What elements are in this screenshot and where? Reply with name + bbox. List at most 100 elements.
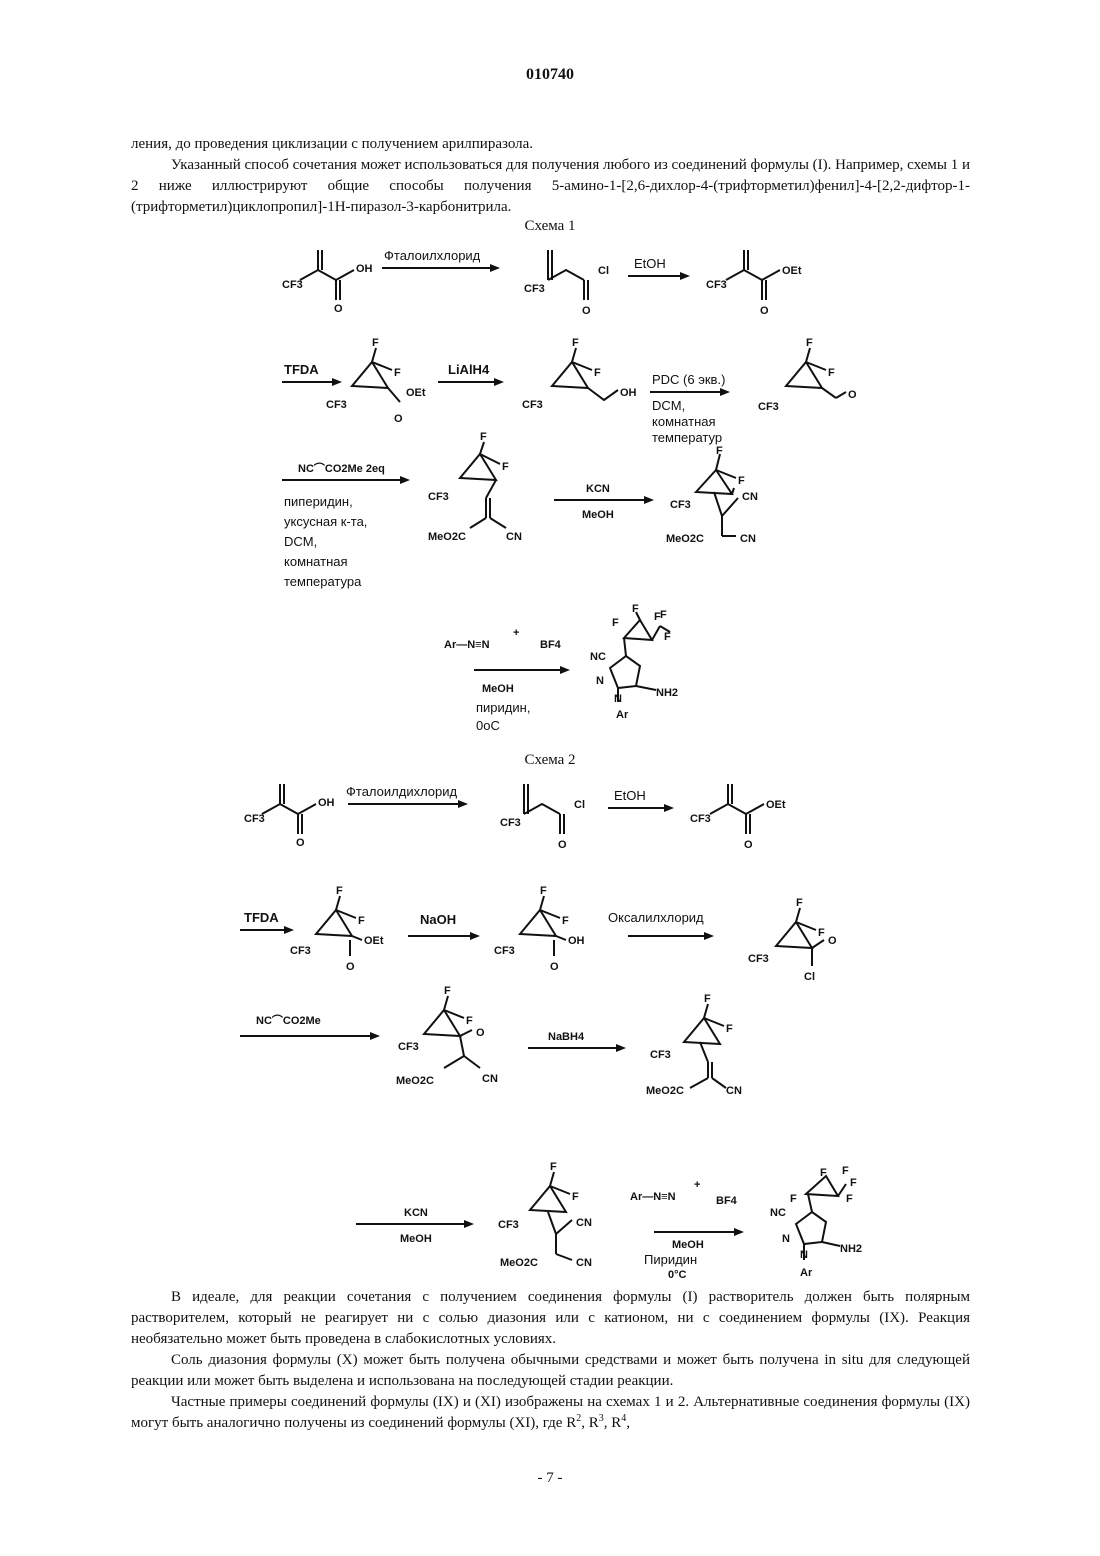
svg-text:OEt: OEt — [766, 799, 786, 811]
svg-text:N: N — [800, 1249, 808, 1261]
svg-text:O: O — [550, 961, 559, 973]
svg-text:O: O — [558, 839, 567, 851]
svg-text:F: F — [480, 431, 487, 443]
s2-ester: CF3 OEt O — [690, 784, 786, 851]
document-number: 010740 — [0, 66, 1100, 84]
s2-cond-pyridine: Пиридин — [644, 1252, 697, 1267]
svg-text:NH2: NH2 — [656, 687, 678, 699]
s1-cond-temp2: температура — [284, 574, 362, 589]
s1-reagent-lialh4: LiAlH4 — [448, 362, 490, 377]
s2-cond-0c: 0°C — [668, 1269, 687, 1281]
svg-text:Ar: Ar — [616, 709, 629, 721]
s2-cyclopropyl-acid: F F CF3 OH O — [494, 885, 585, 973]
svg-text:F: F — [796, 897, 803, 909]
s1-reagent-tfda: TFDA — [284, 362, 319, 377]
svg-text:CN: CN — [576, 1257, 592, 1269]
svg-text:O: O — [848, 389, 857, 401]
s1-reagent-pdc: PDC (6 экв.) — [652, 372, 725, 387]
svg-text:F: F — [502, 461, 509, 473]
svg-text:F: F — [850, 1177, 857, 1189]
s2-reagent-meoh2: MeOH — [672, 1239, 704, 1251]
svg-text:N: N — [596, 675, 604, 687]
svg-text:NC: NC — [590, 651, 606, 663]
scheme-1-diagram: CF3 OH O Фталоилхлорид CF3 Cl O EtOH CF3… — [0, 236, 1100, 756]
svg-text:O: O — [828, 935, 837, 947]
svg-text:O: O — [476, 1027, 485, 1039]
svg-text:F: F — [562, 915, 569, 927]
svg-text:F: F — [806, 337, 813, 349]
s1-cf3-label: CF3 — [282, 279, 303, 291]
s1-cond-dcm: DCM, — [652, 398, 685, 413]
s1-ester: CF3 OEt O — [706, 250, 802, 317]
svg-text:O: O — [760, 305, 769, 317]
page-number: - 7 - — [0, 1470, 1100, 1487]
s2-cyclopropyl-acid-chloride: F F CF3 O Cl — [748, 897, 837, 983]
svg-text:F: F — [358, 915, 365, 927]
scheme-2-diagram: CF3 OH O Фталоилдихлорид CF3 Cl O EtOH C… — [0, 772, 1100, 1292]
s1-cyclopropyl-ester: F F CF3 OEt O — [326, 337, 426, 425]
s2-acid: CF3 OH O — [244, 784, 335, 849]
svg-text:Cl: Cl — [804, 971, 815, 983]
svg-text:F: F — [394, 367, 401, 379]
svg-text:Cl: Cl — [574, 799, 585, 811]
s1-cyclopropyl-aldehyde: F F CF3 O — [758, 337, 857, 413]
s1-oh-label: OH — [356, 263, 373, 275]
svg-text:F: F — [572, 1191, 579, 1203]
svg-text:Ar: Ar — [800, 1267, 813, 1279]
paragraph-continuation: ления, до проведения циклизации с получе… — [131, 134, 970, 155]
scheme-1-title: Схема 1 — [0, 218, 1100, 235]
paragraph-examples: Частные примеры соединений формулы (IX) … — [131, 1392, 970, 1434]
svg-text:F: F — [726, 1023, 733, 1035]
svg-text:O: O — [296, 837, 305, 849]
svg-text:CF3: CF3 — [498, 1219, 519, 1231]
s1-reagent-meoh: MeOH — [582, 509, 614, 521]
s2-reagent-tfda: TFDA — [244, 910, 279, 925]
svg-text:+: + — [513, 627, 519, 639]
svg-text:F: F — [336, 885, 343, 897]
s2-reagent-phthaloyl: Фталоилдихлорид — [346, 784, 458, 799]
s1-reagent-etoh: EtOH — [634, 256, 666, 271]
svg-text:CF3: CF3 — [522, 399, 543, 411]
svg-text:F: F — [664, 631, 671, 643]
svg-text:F: F — [660, 609, 667, 621]
svg-text:F: F — [704, 993, 711, 1005]
svg-text:N: N — [614, 693, 622, 705]
s1-cond-room: комнатная — [652, 414, 716, 429]
svg-text:CN: CN — [506, 531, 522, 543]
svg-text:MeO2C: MeO2C — [500, 1257, 538, 1269]
s2-reagent-meoh: MeOH — [400, 1233, 432, 1245]
s1-cond-pyridine: пиридин, — [476, 700, 530, 715]
paragraph-diazonium: Соль диазония формулы (X) может быть пол… — [131, 1350, 970, 1392]
s1-alkylidene-cyanoester: F F CF3 MeO2C CN — [428, 431, 522, 543]
svg-text:CF3: CF3 — [650, 1049, 671, 1061]
svg-text:OEt: OEt — [782, 265, 802, 277]
svg-text:O: O — [334, 303, 343, 315]
svg-text:F: F — [846, 1193, 853, 1205]
svg-text:CF3: CF3 — [244, 813, 265, 825]
svg-text:CN: CN — [742, 491, 758, 503]
s2-dinitrile: F F CF3 CN MeO2C CN — [498, 1161, 592, 1269]
svg-text:F: F — [612, 617, 619, 629]
s2-reagent-naoh: NaOH — [420, 912, 456, 927]
svg-text:MeO2C: MeO2C — [666, 533, 704, 545]
s2-reagent-oxalyl: Оксалилхлорид — [608, 910, 704, 925]
svg-text:F: F — [540, 885, 547, 897]
s1-reagent-phthaloyl: Фталоилхлорид — [384, 248, 481, 263]
svg-text:F: F — [572, 337, 579, 349]
s2-alkylidene-cyanoester: F F CF3 MeO2C CN — [646, 993, 742, 1097]
s2-cyclopropyl-ester: F F CF3 OEt O — [290, 885, 384, 973]
svg-text:F: F — [466, 1015, 473, 1027]
s2-reagent-nabh4: NaBH4 — [548, 1031, 585, 1043]
svg-text:CF3: CF3 — [690, 813, 711, 825]
svg-text:OH: OH — [568, 935, 585, 947]
s1-cond-piperidine: пиперидин, — [284, 494, 353, 509]
s1-pyrazole-product: F F F F F NC N N NH2 Ar — [590, 603, 678, 721]
svg-text:MeO2C: MeO2C — [428, 531, 466, 543]
s2-reagent-kcn: KCN — [404, 1207, 428, 1219]
svg-text:OEt: OEt — [406, 387, 426, 399]
s1-diazonium: Ar—N≡N — [444, 639, 490, 651]
s1-cond-temp: температур — [652, 430, 722, 445]
paragraph-examples-text: Частные примеры соединений формулы (IX) … — [131, 1394, 970, 1431]
s2-diazonium: Ar—N≡N — [630, 1191, 676, 1203]
svg-text:CN: CN — [482, 1073, 498, 1085]
